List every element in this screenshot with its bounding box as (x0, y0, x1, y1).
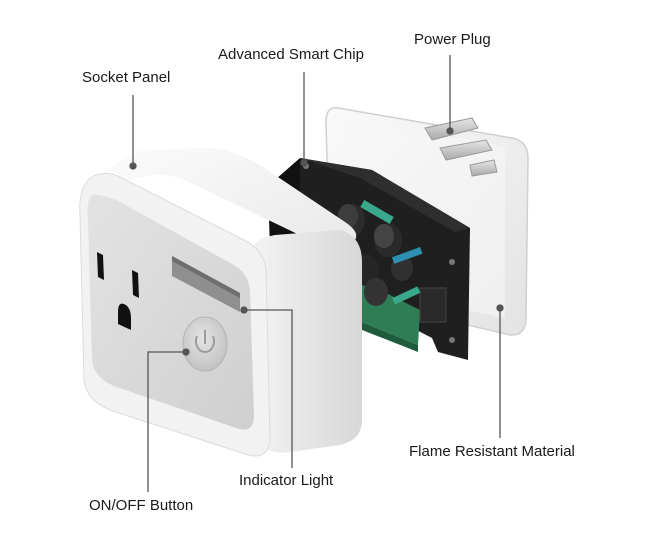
label-advanced-smart-chip: Advanced Smart Chip (218, 46, 364, 63)
socket-panel-face (87, 194, 254, 430)
dot-flame-resistant (496, 304, 504, 312)
on-off-button (182, 316, 228, 372)
socket-outlet (97, 252, 139, 330)
leader-on-off-button (147, 351, 186, 492)
socket-slot-right (132, 270, 139, 298)
label-on-off-button: ON/OFF Button (89, 497, 194, 514)
socket-slot-left (97, 252, 104, 280)
callout-leader-lines (129, 55, 504, 492)
dot-power-plug (446, 127, 454, 135)
dot-indicator-light (240, 306, 248, 314)
power-icon (195, 330, 215, 353)
label-indicator-light: Indicator Light (239, 472, 334, 489)
dot-smart-chip (300, 159, 308, 167)
label-flame-resistant-material: Flame Resistant Material (409, 443, 575, 460)
socket-ground-hole (118, 303, 131, 330)
capacitor-components (338, 200, 447, 323)
leader-indicator-light (244, 309, 293, 468)
indicator-light-strip (172, 256, 240, 312)
label-socket-panel: Socket Panel (82, 69, 171, 86)
label-power-plug: Power Plug (414, 31, 491, 48)
dot-socket-panel (129, 162, 137, 170)
dot-on-off-button (182, 348, 190, 356)
